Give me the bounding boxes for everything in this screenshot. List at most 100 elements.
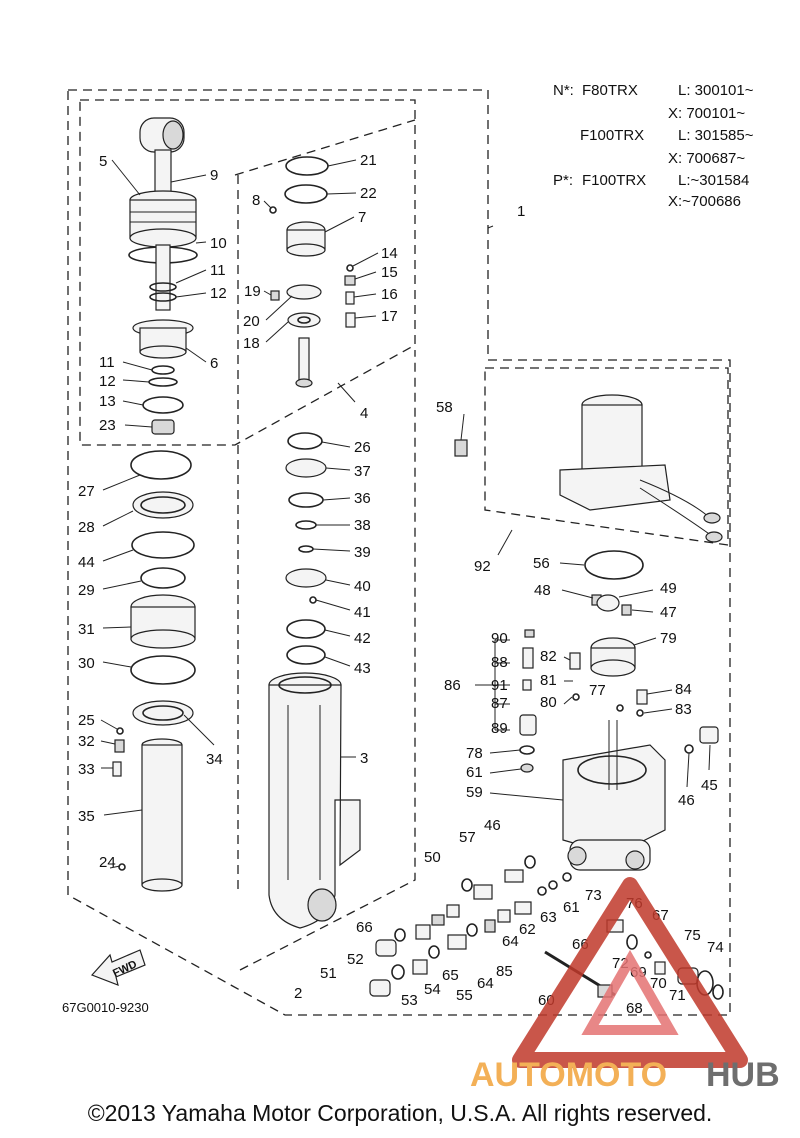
callout-31: 31	[78, 621, 95, 638]
callout-50: 50	[424, 849, 441, 866]
callout-86: 86	[444, 677, 461, 694]
p-model: F100TRX	[582, 172, 646, 189]
callout-25: 25	[78, 712, 95, 729]
callout-5: 5	[99, 153, 107, 170]
callout-91: 91	[491, 677, 508, 694]
callout-64: 64	[477, 975, 494, 992]
callout-61: 61	[466, 764, 483, 781]
callout-28: 28	[78, 519, 95, 536]
callout-81: 81	[540, 672, 557, 689]
callout-4: 4	[360, 405, 368, 422]
callout-90: 90	[491, 630, 508, 647]
callout-47: 47	[660, 604, 677, 621]
callout-40: 40	[354, 578, 371, 595]
callout-8: 8	[252, 192, 260, 209]
callout-48: 48	[534, 582, 551, 599]
manual-valve-parts	[369, 855, 724, 1000]
callout-52: 52	[347, 951, 364, 968]
cylinder-body	[268, 672, 361, 929]
callout-92: 92	[474, 558, 491, 575]
callout-80: 80	[540, 694, 557, 711]
callout-71: 71	[669, 987, 686, 1004]
callout-82: 82	[540, 648, 557, 665]
n-label: N*:	[553, 82, 574, 99]
callout-56: 56	[533, 555, 550, 572]
callout-83: 83	[675, 701, 692, 718]
callout-10: 10	[210, 235, 227, 252]
callout-55: 55	[456, 987, 473, 1004]
callout-74: 74	[707, 939, 724, 956]
callout-46b: 46	[484, 817, 501, 834]
n-model: F80TRX	[582, 82, 638, 99]
center-cylinder-rings	[285, 432, 327, 665]
callout-63: 63	[540, 909, 557, 926]
callout-59: 59	[466, 784, 483, 801]
callout-32: 32	[78, 733, 95, 750]
callout-27: 27	[78, 483, 95, 500]
callout-79: 79	[660, 630, 677, 647]
f-serial-l: L: 301585~	[678, 127, 754, 144]
diagram-code: 67G0010-9230	[62, 1000, 149, 1015]
group-outlines	[67, 89, 731, 1016]
callout-36: 36	[354, 490, 371, 507]
callout-12: 12	[210, 285, 227, 302]
callout-37: 37	[354, 463, 371, 480]
callout-41: 41	[354, 604, 371, 621]
callout-66: 66	[356, 919, 373, 936]
callout-1: 1	[517, 203, 525, 220]
callout-78: 78	[466, 745, 483, 762]
callout-51: 51	[320, 965, 337, 982]
callout-49: 49	[660, 580, 677, 597]
callout-18: 18	[243, 335, 260, 352]
callout-77: 77	[589, 682, 606, 699]
leader-lines	[100, 159, 711, 869]
callout-34: 34	[206, 751, 223, 768]
callout-38: 38	[354, 517, 371, 534]
trim-motor-assembly	[454, 394, 723, 543]
callout-61b: 61	[563, 899, 580, 916]
callout-42: 42	[354, 630, 371, 647]
center-valve-parts	[269, 156, 356, 388]
n-serial-l: L: 300101~	[678, 82, 754, 99]
tilt-rod-assembly	[128, 117, 198, 435]
callout-23: 23	[99, 417, 116, 434]
p-label: P*:	[553, 172, 573, 189]
copyright-notice: ©2013 Yamaha Motor Corporation, U.S.A. A…	[87, 1100, 713, 1126]
callout-30: 30	[78, 655, 95, 672]
callout-2: 2	[294, 985, 302, 1002]
callout-13: 13	[99, 393, 116, 410]
callout-20: 20	[243, 313, 260, 330]
callout-85: 85	[496, 963, 513, 980]
n-serial-x: X: 700101~	[668, 105, 745, 122]
f-model: F100TRX	[580, 127, 644, 144]
callout-43: 43	[354, 660, 371, 677]
callout-35: 35	[78, 808, 95, 825]
callout-68: 68	[626, 1000, 643, 1017]
f-serial-x: X: 700687~	[668, 150, 745, 167]
callout-6: 6	[210, 355, 218, 372]
callout-53: 53	[401, 992, 418, 1009]
callout-33: 33	[78, 761, 95, 778]
callout-22: 22	[360, 185, 377, 202]
left-cylinder-rings	[112, 450, 196, 892]
callout-88: 88	[491, 654, 508, 671]
model-applicability-block: N*: F80TRX L: 300101~ X: 700101~ F100TRX…	[553, 82, 754, 210]
callout-16: 16	[381, 286, 398, 303]
callout-15: 15	[381, 264, 398, 281]
callout-11: 11	[210, 262, 226, 279]
callout-26: 26	[354, 439, 371, 456]
callout-75: 75	[684, 927, 701, 944]
callout-58: 58	[436, 399, 453, 416]
fwd-arrow: FWD	[90, 949, 146, 986]
callout-9: 9	[210, 167, 218, 184]
callout-87: 87	[491, 695, 508, 712]
callout-14: 14	[381, 245, 398, 262]
callout-57: 57	[459, 829, 476, 846]
callout-7: 7	[358, 209, 366, 226]
p-serial-l: L:~301584	[678, 172, 749, 189]
callout-89: 89	[491, 720, 508, 737]
watermark-hub: HUB	[706, 1056, 780, 1094]
pump-and-reservoir	[519, 550, 719, 871]
callout-44: 44	[78, 554, 95, 571]
